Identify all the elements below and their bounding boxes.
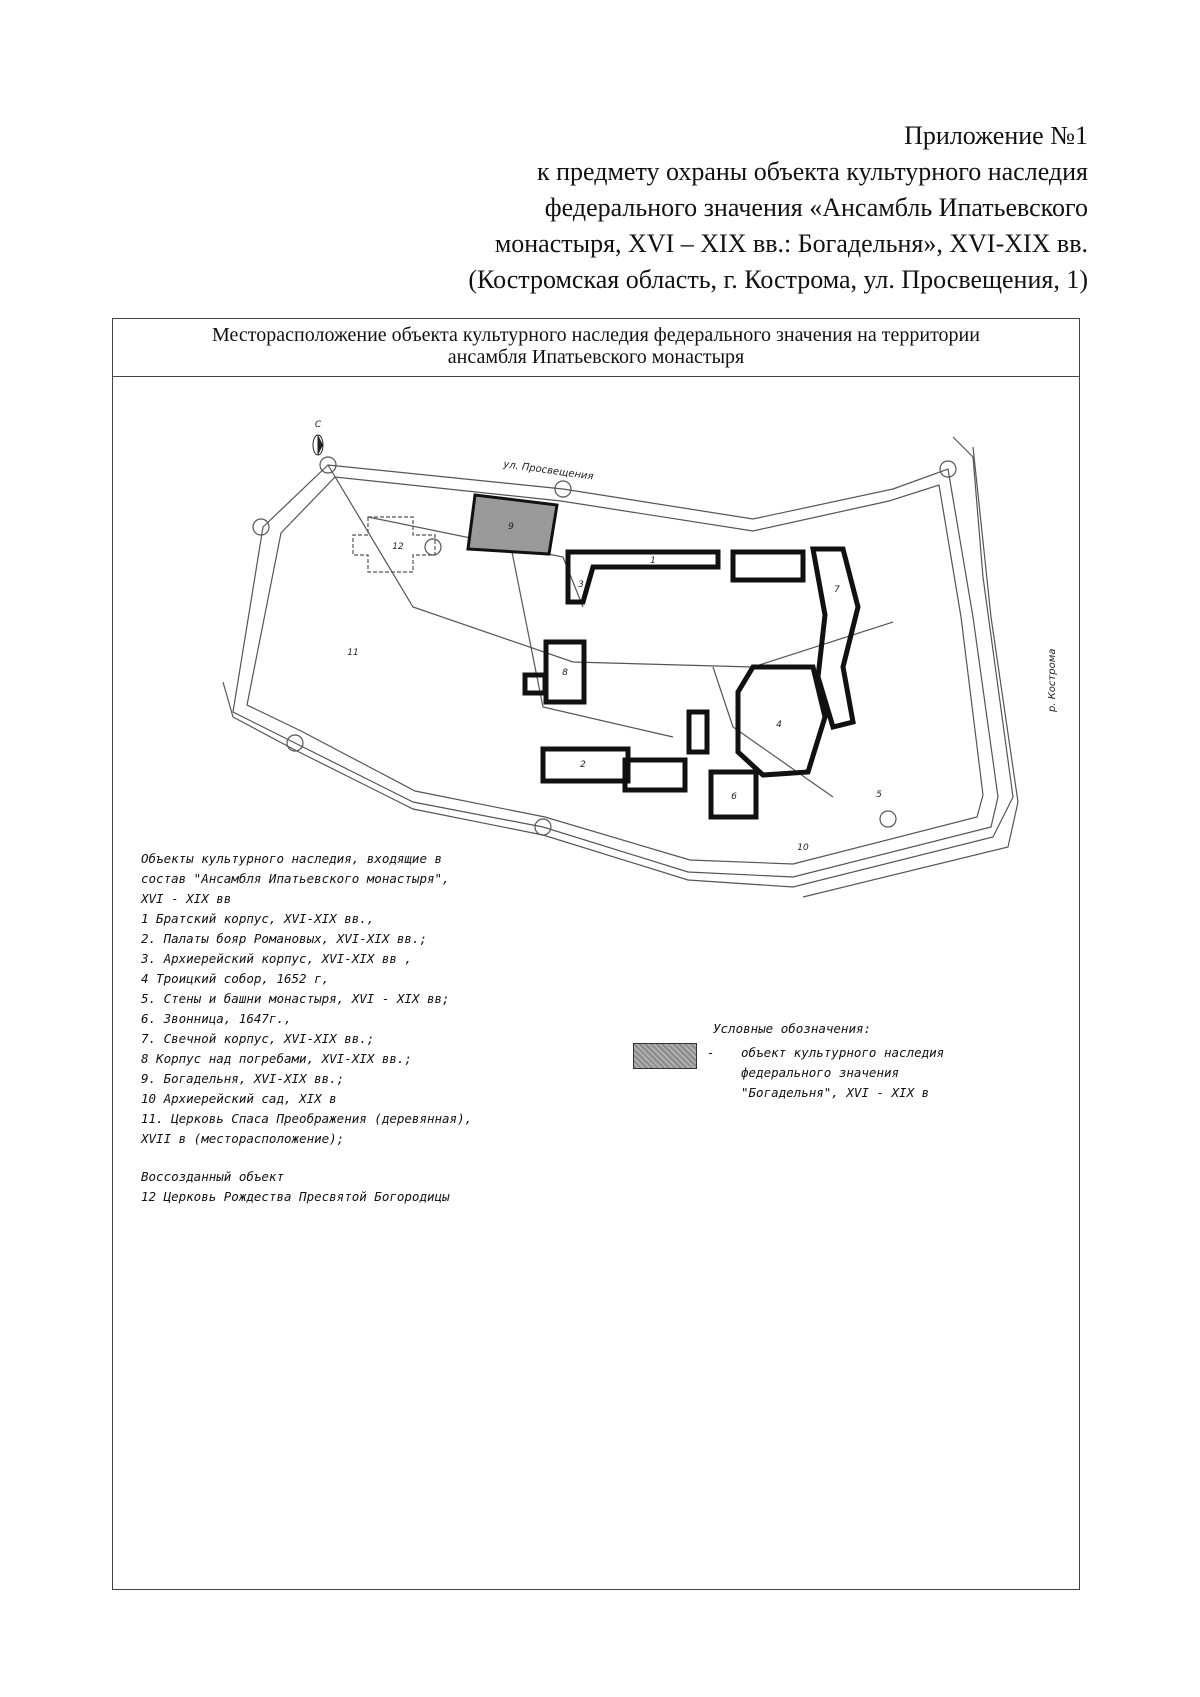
- legend-item-2: 2. Палаты бояр Романовых, XVI-XIX вв.;: [141, 931, 427, 946]
- conventions-swatch: [633, 1043, 697, 1069]
- conventions-line-1: объект культурного наследия: [741, 1045, 945, 1060]
- frame-title-line-1: Месторасположение объекта культурного на…: [212, 324, 980, 346]
- label-building-5: 5: [876, 790, 882, 800]
- label-building-12: 12: [392, 542, 404, 552]
- legend-item-5: 5. Стены и башни монастыря, XVI - XIX вв…: [141, 991, 450, 1006]
- inner-path: [327, 464, 894, 668]
- label-building-10: 10: [797, 843, 809, 853]
- legend-item-8: 8 Корпус над погребами, XVI-XIX вв.;: [141, 1051, 412, 1066]
- label-building-2: 2: [580, 760, 586, 770]
- recreated-heading: Воссозданный объект: [141, 1169, 284, 1184]
- legend-item-4: 4 Троицкий собор, 1652 г,: [141, 971, 330, 986]
- header-block: Приложение №1 к предмету охраны объекта …: [288, 118, 1088, 298]
- map-frame: Месторасположение объекта культурного на…: [112, 318, 1080, 1590]
- tower-icon: [424, 538, 442, 556]
- monastery-wall-inner: [246, 476, 984, 865]
- legend-item-9: 9. Богадельня, XVI-XIX вв.;: [141, 1071, 345, 1086]
- tower-icon: [252, 518, 270, 536]
- building-7-candle: [810, 546, 861, 731]
- conventions-legend: Условные обозначения: - объект культурно…: [633, 1019, 1053, 1100]
- header-line-3: федерального значения «Ансамбль Ипатьевс…: [544, 193, 1088, 222]
- monastery-wall-outer: [232, 464, 999, 878]
- building-1-bratsky: [565, 549, 721, 605]
- legend-item-6: 6. Звонница, 1647г.,: [141, 1011, 292, 1026]
- building-6-belfry: [708, 769, 759, 820]
- legend-item-11-cont: XVII в (месторасположение);: [141, 1131, 345, 1146]
- label-building-7: 7: [834, 585, 840, 595]
- tower-icon: [939, 460, 957, 478]
- legend-item-3: 3. Архиерейский корпус, XVI-XIX вв ,: [141, 951, 412, 966]
- building-8-cellar: [543, 639, 587, 705]
- river-bank-line: [802, 446, 1019, 898]
- header-line-5: (Костромская область, г. Кострома, ул. П…: [468, 265, 1088, 294]
- tower-icon: [554, 480, 572, 498]
- legend-item-11: 11. Церковь Спаса Преображения (деревянн…: [141, 1111, 473, 1126]
- recreated-item: 12 Церковь Рождества Пресвятой Богородиц…: [141, 1189, 450, 1204]
- conventions-text: объект культурного наследия федерального…: [741, 1043, 1041, 1103]
- header-line-2: к предмету охраны объекта культурного на…: [536, 157, 1088, 186]
- conventions-line-2: федерального значения: [741, 1065, 900, 1080]
- label-building-11: 11: [347, 648, 358, 658]
- legend-item-7: 7. Свечной корпус, XVI-XIX вв.;: [141, 1031, 375, 1046]
- conventions-line-3: "Богадельня", XVI - XIX в: [741, 1085, 930, 1100]
- label-building-9: 9: [508, 522, 514, 532]
- label-building-4: 4: [776, 720, 782, 730]
- conventions-title: Условные обозначения:: [713, 1021, 872, 1036]
- building-9-almshouse: [466, 493, 559, 556]
- tower-icon: [534, 818, 552, 836]
- header-line-4: монастыря, XVI – XIX вв.: Богадельня», X…: [494, 229, 1088, 258]
- label-building-3: 3: [578, 580, 584, 590]
- north-label: С: [315, 420, 322, 430]
- building-2b: [622, 757, 688, 793]
- inner-path: [502, 506, 674, 738]
- tower-icon: [319, 456, 337, 474]
- street-label: ул. Просвещения: [502, 459, 594, 483]
- tower-icon: [879, 810, 897, 828]
- building-4-trinity-cathedral: [735, 664, 828, 778]
- building-small-b: [522, 672, 548, 696]
- frame-title-line-2: ансамбля Ипатьевского монастыря: [447, 346, 745, 368]
- conventions-dash: -: [707, 1045, 715, 1060]
- header-line-1: Приложение №1: [904, 121, 1088, 150]
- building-small-a: [686, 709, 710, 755]
- legend-item-1: 1 Братский корпус, XVI-XIX вв.,: [141, 911, 375, 926]
- inner-path: [367, 516, 584, 608]
- river-label: р. Кострома: [1047, 649, 1058, 713]
- territory-boundary: [222, 436, 1014, 888]
- objects-legend: Объекты культурного наследия, входящие в…: [141, 849, 621, 1207]
- building-2-romanov: [540, 746, 631, 784]
- label-building-1: 1: [650, 556, 656, 566]
- legend-heading-2: состав "Ансамбля Ипатьевского монастыря"…: [141, 871, 450, 886]
- inner-path: [712, 666, 834, 798]
- site-plan: 1 2 3 4 5 6 7 8 9 10 11 12 ул. Просвещен…: [222, 420, 1058, 898]
- legend-item-10: 10 Архиерейский сад, XIX в: [141, 1091, 337, 1106]
- building-3-archbishop: [730, 549, 806, 583]
- tower-icon: [286, 734, 304, 752]
- legend-heading-3: XVI - XIX вв: [141, 891, 232, 906]
- legend-heading-1: Объекты культурного наследия, входящие в: [141, 851, 443, 866]
- north-arrow-icon: С: [312, 420, 324, 456]
- label-building-8: 8: [562, 668, 568, 678]
- frame-title: Месторасположение объекта культурного на…: [113, 319, 1079, 377]
- church-12-outline: [352, 516, 436, 573]
- label-building-6: 6: [731, 792, 737, 802]
